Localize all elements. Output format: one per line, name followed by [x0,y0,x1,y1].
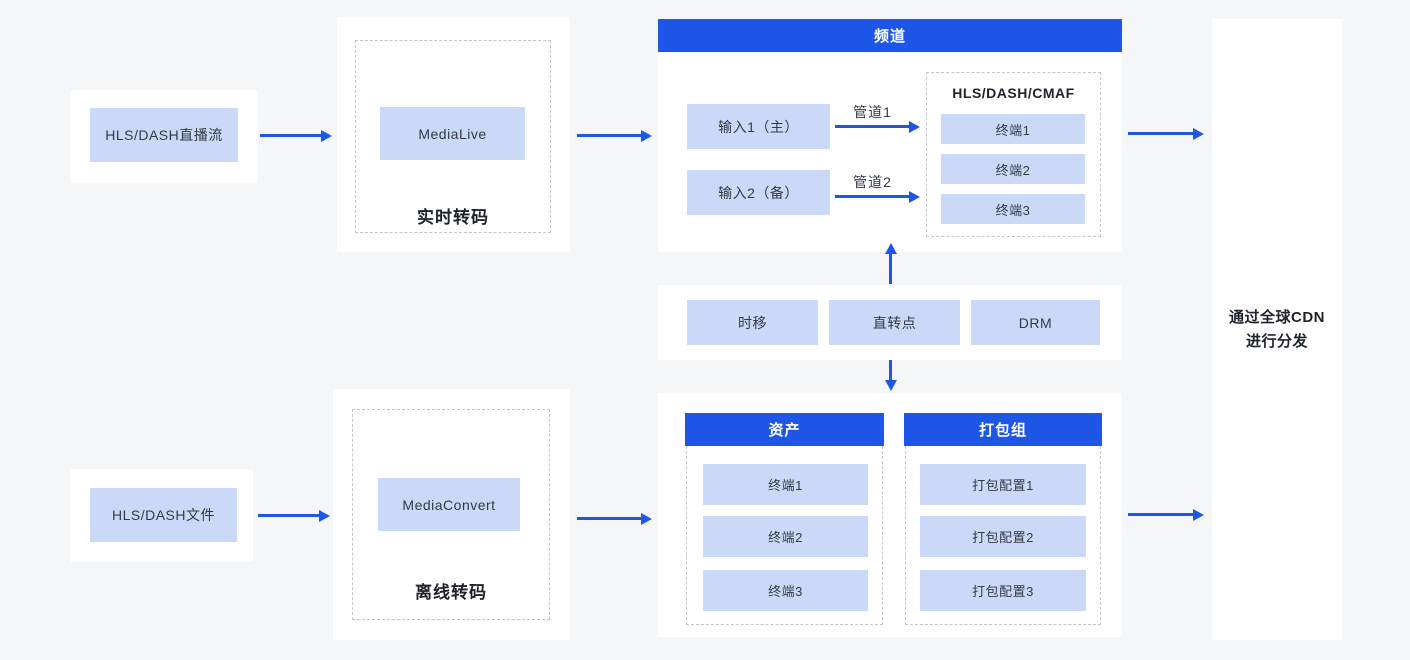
assets-dashed-box: 终端1 终端2 终端3 [686,446,883,625]
packaging-item: 打包配置2 [920,516,1086,557]
channel-header: 频道 [658,19,1122,52]
channel-endpoint2-label: 终端2 [995,162,1031,178]
assets-header: 资产 [685,413,884,446]
arrow-features-to-vod [889,360,892,381]
mediaconvert-dashed-box: MediaConvert 离线转码 [352,409,550,620]
arrow-channel-to-cdn [1128,132,1194,135]
file-source-card: HLS/DASH文件 [70,469,253,562]
medialive-caption: 实时转码 [417,208,489,227]
channel-endpoint1-label: 终端1 [995,122,1031,138]
medialive-service-box: MediaLive [380,107,525,160]
asset2-label: 终端2 [768,530,803,545]
channel-title: 频道 [873,28,906,45]
feature-live2vod-box: 直转点 [829,300,960,345]
arrow-file-to-mediaconvert [258,514,320,517]
asset-item: 终端3 [703,570,868,611]
file-source-box: HLS/DASH文件 [90,488,237,542]
feature-drm-box: DRM [971,300,1100,345]
packaging-item: 打包配置3 [920,570,1086,611]
channel-endpoint-item: 终端2 [941,154,1085,184]
pipeline2-arrow [835,195,910,198]
asset3-label: 终端3 [768,584,803,599]
packaging-title: 打包组 [978,422,1027,439]
mediaconvert-service-box: MediaConvert [378,478,520,531]
medialive-dashed-box: MediaLive 实时转码 [355,40,551,233]
cdn-label: 通过全球CDN 进行分发 [1229,306,1325,353]
mediaconvert-card: MediaConvert 离线转码 [333,389,570,640]
arrow-features-to-channel [889,253,892,284]
cdn-card: 通过全球CDN 进行分发 [1212,19,1342,640]
arrow-packaging-to-cdn [1128,513,1194,516]
file-source-label: HLS/DASH文件 [111,507,216,523]
cdn-label-line2: 进行分发 [1245,332,1308,350]
packaging1-label: 打包配置1 [972,478,1034,493]
arrow-mediaconvert-to-vod [577,517,642,520]
pipeline2-label: 管道2 [853,174,892,190]
channel-input1-label: 输入1（主） [718,118,799,135]
packaging-item: 打包配置1 [920,464,1086,505]
feature-drm-label: DRM [1018,314,1053,331]
channel-input2-label: 输入2（备） [718,184,799,201]
live-source-box: HLS/DASH直播流 [90,108,238,162]
feature-live2vod-label: 直转点 [872,314,917,331]
packaging-header: 打包组 [904,413,1102,446]
asset-item: 终端1 [703,464,868,505]
packaging-dashed-box: 打包配置1 打包配置2 打包配置3 [905,446,1101,625]
features-panel: 时移 直转点 DRM [658,285,1122,360]
channel-input1-box: 输入1（主） [687,104,830,149]
packaging2-label: 打包配置2 [972,530,1034,545]
feature-timeshift-label: 时移 [738,314,767,331]
arrow-live-to-medialive [260,134,322,137]
channel-endpoint-item: 终端1 [941,114,1085,144]
asset1-label: 终端1 [768,478,803,493]
assets-column: 资产 终端1 终端2 终端3 [685,413,884,625]
assets-title: 资产 [768,422,801,439]
medialive-card: MediaLive 实时转码 [337,17,570,252]
mediaconvert-caption: 离线转码 [415,583,487,602]
mediaconvert-service-label: MediaConvert [402,496,496,513]
asset-item: 终端2 [703,516,868,557]
channel-endpoints-title: HLS/DASH/CMAF [952,85,1075,101]
feature-timeshift-box: 时移 [687,300,818,345]
medialive-service-label: MediaLive [418,125,487,142]
packaging-column: 打包组 打包配置1 打包配置2 打包配置3 [904,413,1102,625]
vod-panel: 资产 终端1 终端2 终端3 打包组 打包配置1 [658,393,1122,637]
channel-endpoints-box: HLS/DASH/CMAF 终端1 终端2 终端3 [926,72,1101,237]
channel-panel: 频道 输入1（主） 输入2（备） 管道1 管道2 HLS/DASH/CMAF 终… [658,19,1122,252]
arrow-medialive-to-channel [577,134,642,137]
live-source-card: HLS/DASH直播流 [70,90,258,183]
channel-input2-box: 输入2（备） [687,170,830,215]
pipeline1-arrow [835,125,910,128]
channel-endpoint3-label: 终端3 [995,202,1031,218]
channel-endpoint-item: 终端3 [941,194,1085,224]
cdn-label-line1: 通过全球CDN [1229,309,1325,327]
live-source-label: HLS/DASH直播流 [105,127,223,143]
pipeline1-label: 管道1 [853,104,892,120]
packaging3-label: 打包配置3 [972,584,1034,599]
